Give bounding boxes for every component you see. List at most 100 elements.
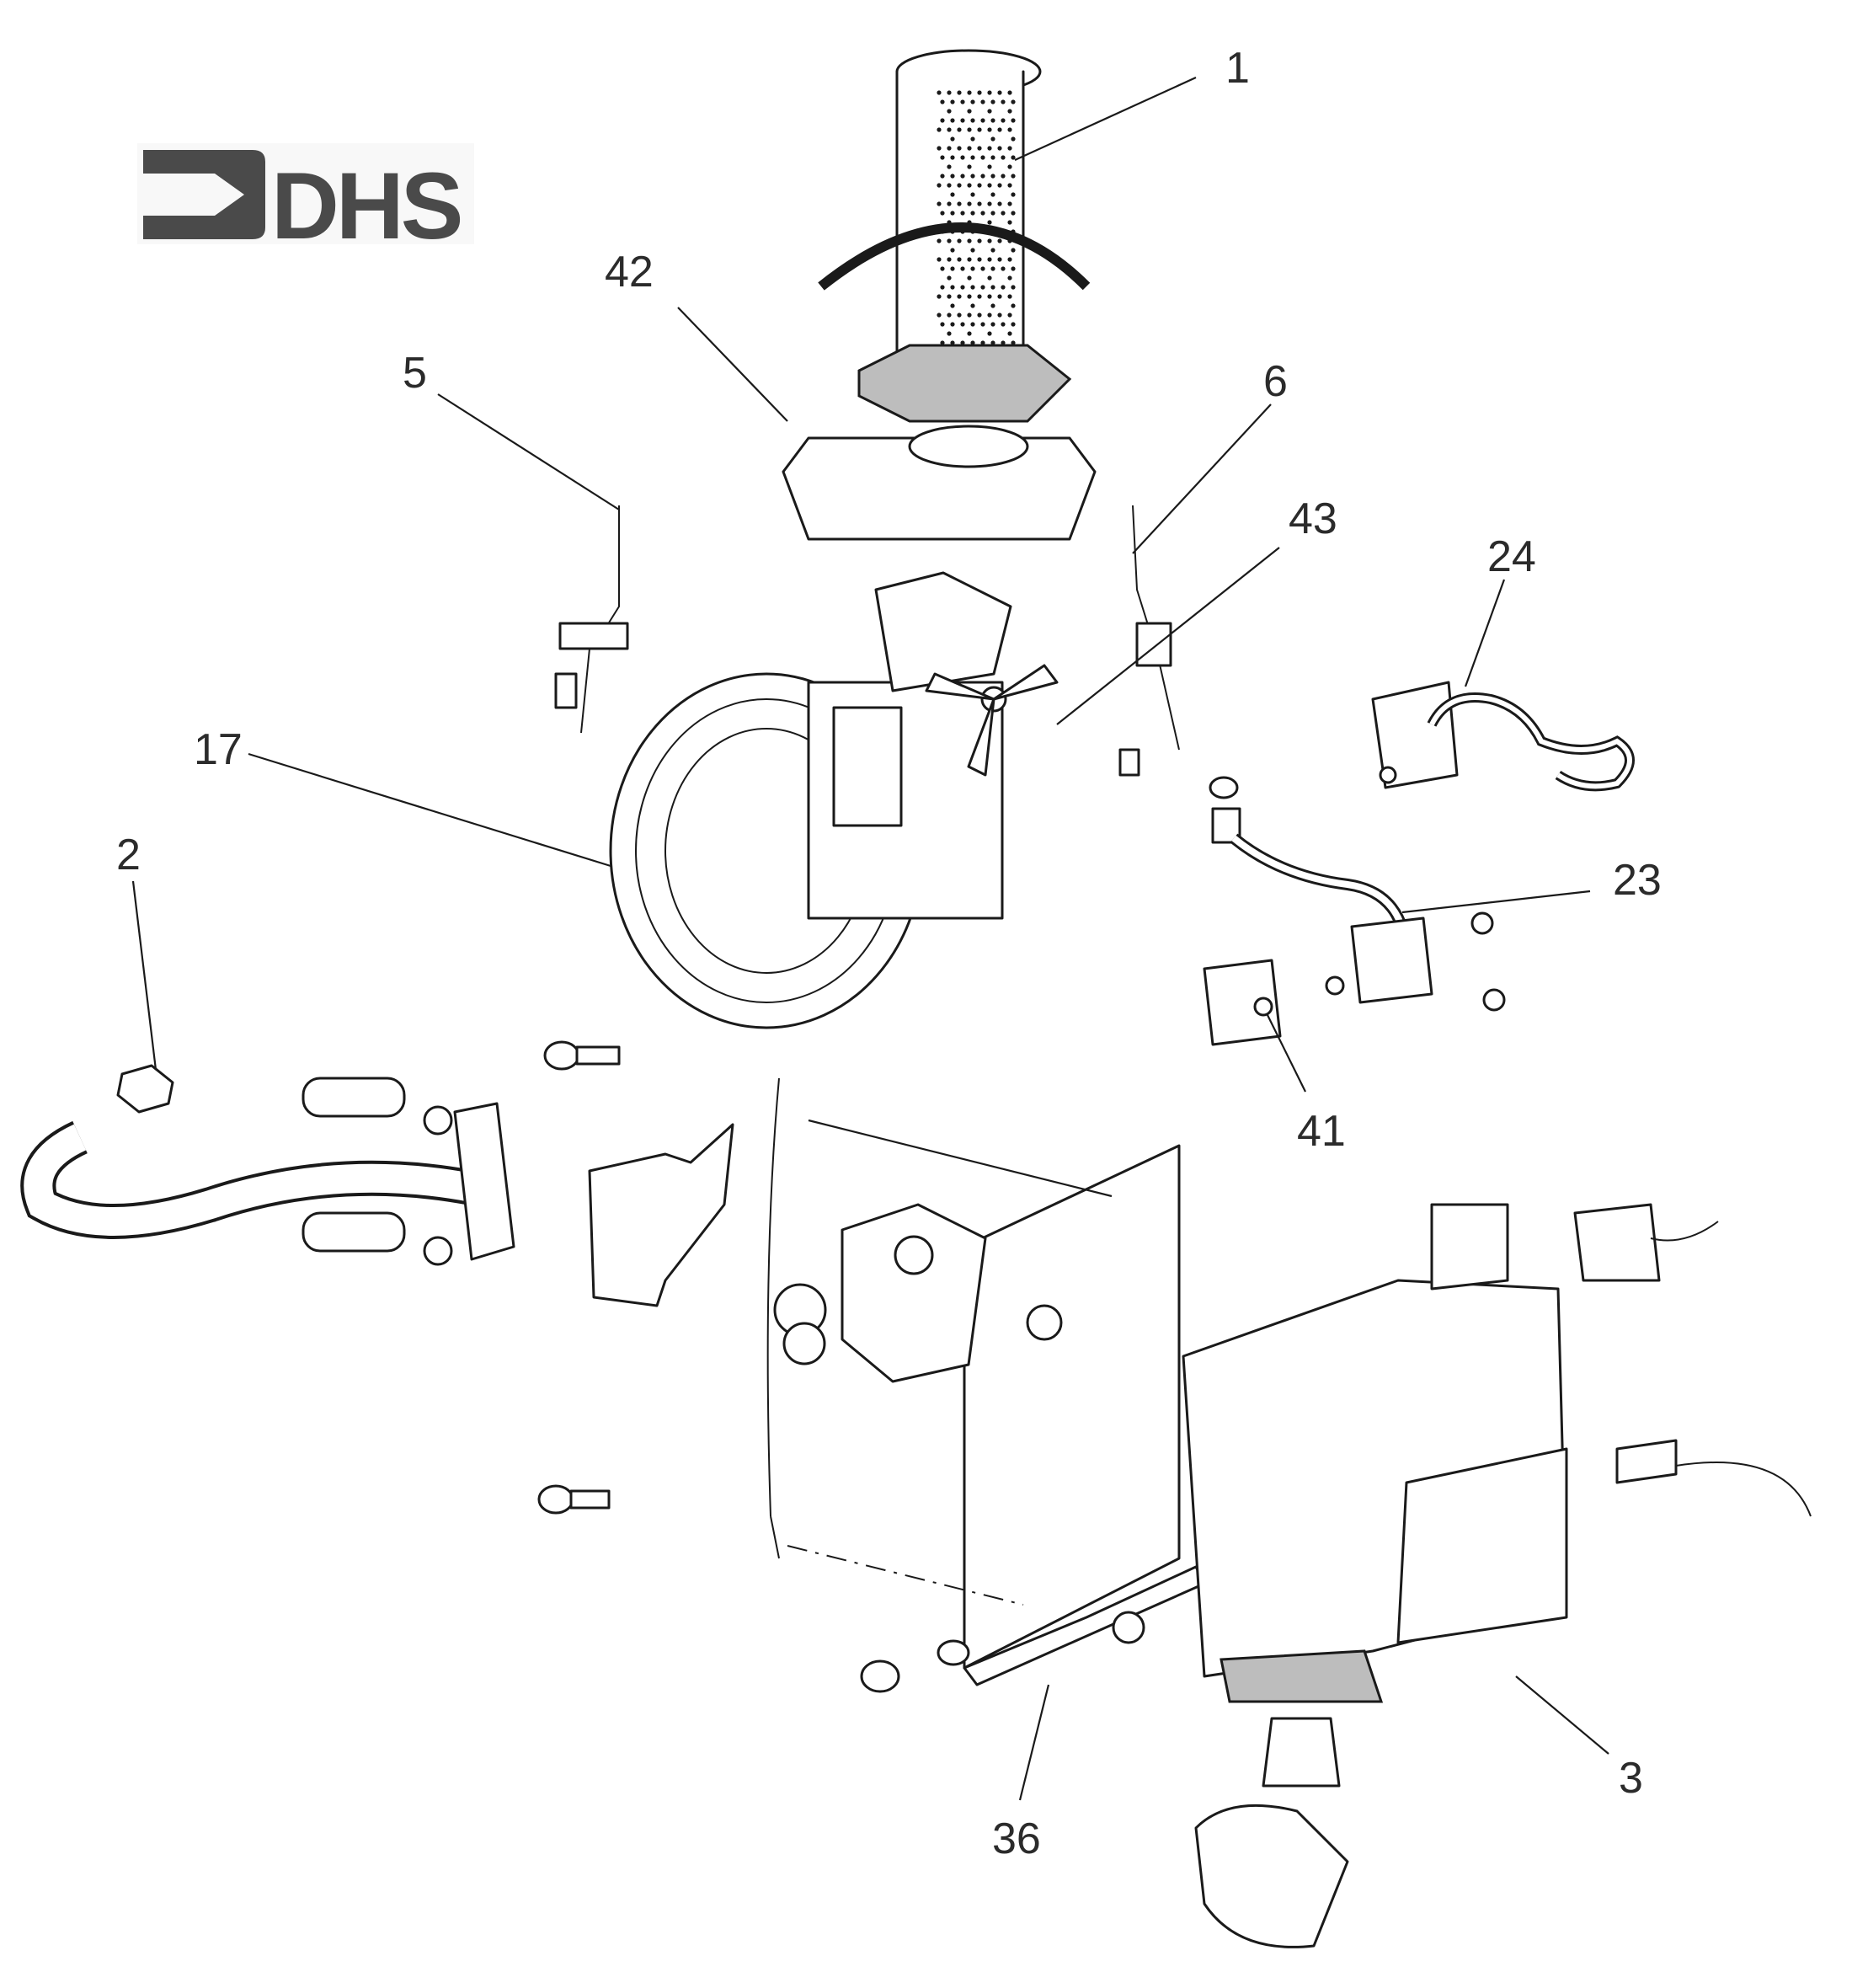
burner-hole xyxy=(990,155,995,160)
burner-hole xyxy=(970,99,975,104)
burner-hole xyxy=(957,201,962,206)
burner-hole xyxy=(967,275,972,281)
burner-hole xyxy=(1011,303,1016,308)
burner-hole xyxy=(990,99,995,104)
callout-42: 42 xyxy=(605,248,654,297)
burner-hole xyxy=(940,322,945,327)
burner-hole xyxy=(937,313,942,318)
burner-hole xyxy=(937,90,942,95)
burner-hole xyxy=(1007,257,1012,262)
burner-hole xyxy=(990,285,995,290)
burner-hole xyxy=(987,90,992,95)
burner-hole xyxy=(1001,99,1006,104)
burner-hole xyxy=(1011,192,1016,197)
fan-assembly-part xyxy=(609,571,1012,1029)
burner-hole xyxy=(947,331,952,336)
gas-pipe-part xyxy=(20,1064,515,1266)
gasket-part xyxy=(537,1040,734,1515)
wall-outline xyxy=(766,1077,1113,1606)
burner-hole xyxy=(1001,211,1006,216)
burner-hole xyxy=(977,90,982,95)
leader-line-3 xyxy=(1515,1675,1609,1755)
burner-hole xyxy=(1011,136,1016,142)
burner-hole xyxy=(957,294,962,299)
burner-hole xyxy=(950,174,955,179)
burner-hole xyxy=(950,136,955,142)
burner-hole xyxy=(1011,211,1016,216)
pipe-bracket-part xyxy=(1371,681,1635,792)
burner-hole xyxy=(977,127,982,132)
burner-hole xyxy=(1011,340,1016,345)
burner-hole xyxy=(990,340,995,345)
burner-hole xyxy=(967,201,972,206)
burner-hole xyxy=(950,118,955,123)
burner-hole xyxy=(977,257,982,262)
burner-hole xyxy=(957,238,962,243)
burner-hole xyxy=(960,155,965,160)
burner-hole xyxy=(990,118,995,123)
burner-hole xyxy=(957,257,962,262)
burner-hole xyxy=(1011,322,1016,327)
burner-hole xyxy=(970,136,975,142)
burner-hole xyxy=(970,155,975,160)
injector-pipe-part xyxy=(1211,807,1506,1012)
callout-23: 23 xyxy=(1613,856,1662,905)
callout-6: 6 xyxy=(1263,357,1288,406)
leader-line-17 xyxy=(248,752,611,868)
burner-hole xyxy=(997,313,1002,318)
burner-hole xyxy=(1001,118,1006,123)
burner-hole xyxy=(980,174,985,179)
callout-labels: 1 42 5 6 43 24 17 2 23 41 3 36 xyxy=(116,44,1662,1863)
burner-hole xyxy=(947,90,952,95)
burner-hole xyxy=(997,90,1002,95)
burner-hole xyxy=(990,266,995,271)
burner-hole xyxy=(967,313,972,318)
burner-hole xyxy=(980,118,985,123)
leader-line-6 xyxy=(1132,403,1272,554)
burner-hole xyxy=(1011,248,1016,253)
clamp-block-part xyxy=(1203,959,1282,1046)
burner-hole xyxy=(957,146,962,151)
burner-hole xyxy=(960,99,965,104)
burner-hole xyxy=(970,118,975,123)
burner-hole xyxy=(977,313,982,318)
gas-valve-part xyxy=(860,1203,1812,1948)
burner-hole xyxy=(967,183,972,188)
burner-hole xyxy=(1007,220,1012,225)
callout-3: 3 xyxy=(1619,1754,1643,1803)
burner-hole xyxy=(940,155,945,160)
burner-hole xyxy=(970,303,975,308)
burner-hole xyxy=(950,303,955,308)
arrow-right-bracket-icon xyxy=(143,150,265,239)
burner-hole xyxy=(1007,313,1012,318)
callout-1: 1 xyxy=(1225,44,1250,93)
leader-line-41 xyxy=(1267,1014,1306,1093)
burner-hole xyxy=(947,275,952,281)
burner-hole xyxy=(950,192,955,197)
burner-hole xyxy=(990,211,995,216)
burner-hole xyxy=(987,183,992,188)
burner-hole xyxy=(967,90,972,95)
burner-hole xyxy=(947,146,952,151)
callout-41: 41 xyxy=(1297,1107,1346,1156)
burner-hole xyxy=(990,174,995,179)
burner-hole xyxy=(937,257,942,262)
leader-lines xyxy=(131,76,1609,1801)
burner-hole xyxy=(1001,322,1006,327)
burner-hole xyxy=(970,266,975,271)
burner-hole xyxy=(937,201,942,206)
burner-hole xyxy=(987,220,992,225)
burner-hole xyxy=(957,313,962,318)
burner-hole xyxy=(957,183,962,188)
burner-hole xyxy=(1007,90,1012,95)
burner-hole xyxy=(990,136,995,142)
burner-hole xyxy=(970,174,975,179)
burner-hole xyxy=(950,340,955,345)
burner-hole xyxy=(1007,275,1012,281)
burner-hole xyxy=(967,257,972,262)
burner-hole xyxy=(997,294,1002,299)
burner-hole xyxy=(970,340,975,345)
dhs-logo: DHS xyxy=(137,143,474,259)
burner-hole xyxy=(987,238,992,243)
